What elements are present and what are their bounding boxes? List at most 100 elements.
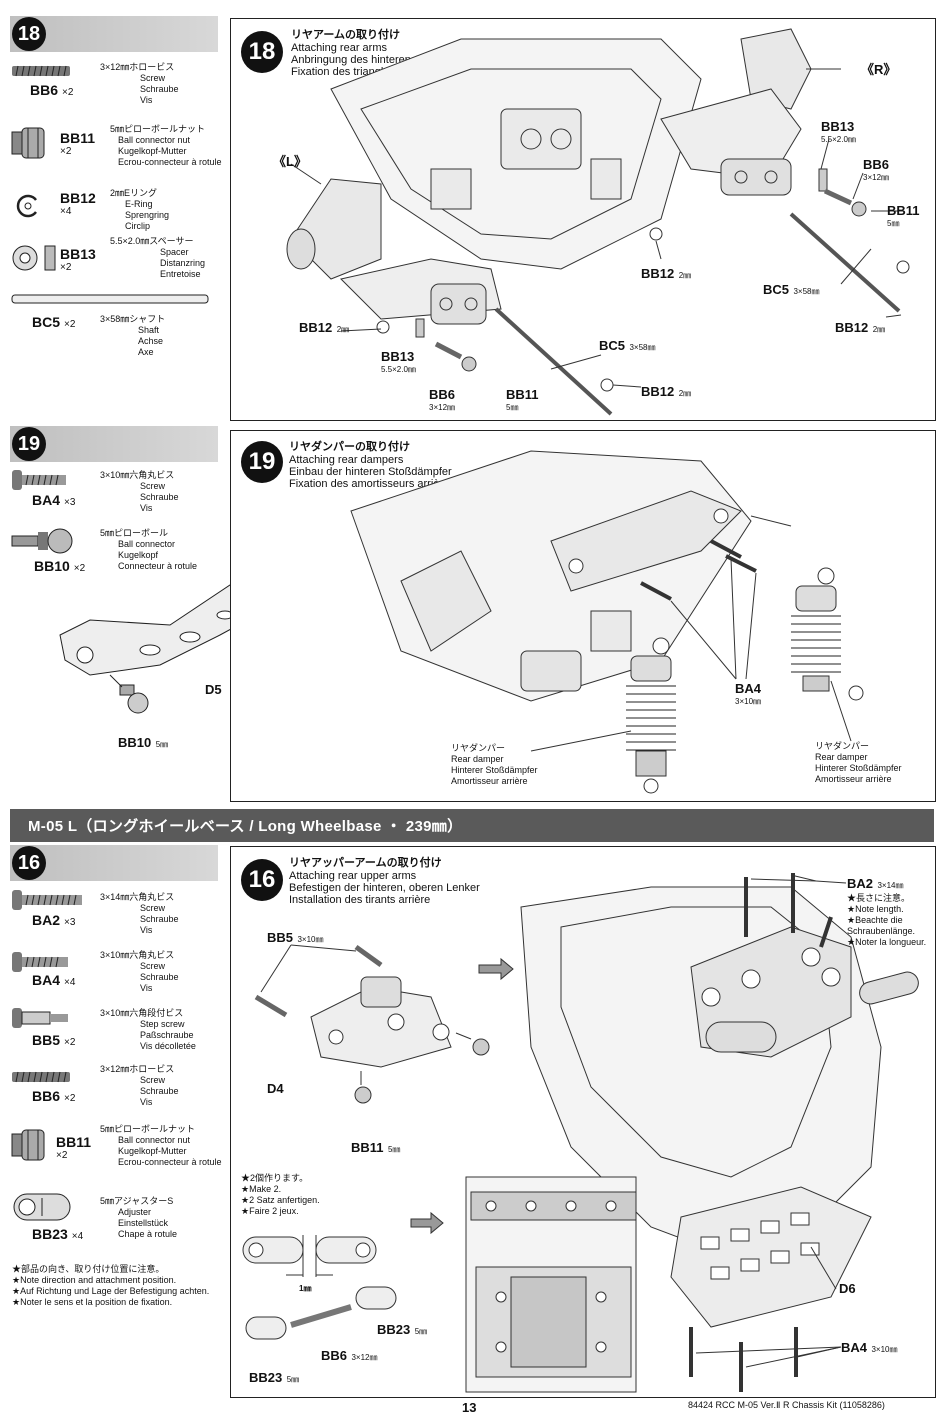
part-qty: ×2 — [62, 87, 74, 98]
make2-de: ★2 Satz anfertigen. — [241, 1195, 320, 1205]
part-name-de: Sprengring — [125, 210, 170, 220]
label-ba4: BA4 — [841, 1340, 868, 1355]
part-name-de: Schraube — [140, 492, 179, 502]
part-name-en: E-Ring — [125, 199, 153, 209]
damper-label-en: Rear damper — [815, 752, 868, 762]
part-qty: ×2 — [60, 262, 72, 273]
label-bb11: BB11 — [351, 1140, 384, 1155]
part-name-de: Paßschraube — [140, 1030, 194, 1040]
label-bb13: BB13 — [381, 349, 415, 364]
damper-label-jp: リヤダンパー — [451, 743, 506, 753]
part-size: 3×10㎜六角段付ビス — [100, 1008, 184, 1018]
part-name-en: Adjuster — [118, 1207, 152, 1217]
label-d5: D5 — [205, 682, 222, 697]
step-19-diagram-panel: 19 リヤダンパーの取り付け Attaching rear dampers Ei… — [230, 430, 936, 802]
part-name-fr: Axe — [138, 347, 154, 357]
part-size: 3×12㎜ホロービス — [100, 62, 175, 72]
step-title-fr: Installation des tirants arrière — [289, 894, 431, 906]
step-18-badge: 18 — [241, 31, 283, 73]
step-title-en: Attaching rear dampers — [289, 454, 404, 466]
part-name-en: Screw — [140, 903, 166, 913]
label-bb10: BB10 — [118, 735, 152, 750]
part-code: BB10 — [34, 558, 70, 574]
ba2-note-fr: ★Noter la longueur. — [847, 937, 927, 947]
label-bb6-spec: 3×12㎜ — [863, 173, 890, 182]
part-name-en: Step screw — [140, 1019, 185, 1029]
part-qty: ×2 — [64, 1093, 76, 1104]
label-bb6-spec: 3×12㎜ — [429, 403, 456, 412]
part-size: 5.5×2.0㎜スペーサー — [110, 236, 194, 246]
label-ba2-spec: 3×14㎜ — [877, 881, 904, 890]
part-name-de: Kugelkopf-Mutter — [118, 146, 187, 156]
part-code: BB6 — [30, 82, 59, 98]
label-bb12-spec: 2㎜ — [678, 389, 692, 398]
label-bb23: BB23 — [377, 1322, 411, 1337]
ball-nut-icon — [11, 1129, 45, 1161]
step-title-en: Attaching rear arms — [291, 42, 387, 54]
part-name-fr: Vis — [140, 983, 153, 993]
label-bb12-spec: 2㎜ — [336, 325, 350, 334]
part-qty: ×2 — [60, 146, 72, 157]
part-code: BB5 — [32, 1032, 61, 1048]
part-name-en: Screw — [140, 73, 166, 83]
note-fr: ★Noter le sens et la position de fixatio… — [12, 1297, 173, 1307]
ba2-note-jp: ★長さに注意。 — [847, 893, 911, 903]
part-name-en: Screw — [140, 961, 166, 971]
spacer-icon — [12, 245, 56, 271]
label-bb13: BB13 — [821, 119, 855, 134]
part-size: 3×10㎜六角丸ビス — [100, 950, 175, 960]
step-19-badge: 19 — [241, 441, 283, 483]
part-name-en: Ball connector nut — [118, 135, 191, 145]
label-bb12-spec: 2㎜ — [678, 271, 692, 280]
step-18-number: 18 — [12, 17, 46, 51]
label-bb11-spec: 5㎜ — [506, 403, 519, 412]
shaft-icon — [11, 294, 209, 304]
part-name-de: Schraube — [140, 914, 179, 924]
step-title-en: Attaching rear upper arms — [289, 870, 417, 882]
label-bb12: BB12 — [299, 320, 333, 335]
label-bb11: BB11 — [506, 387, 539, 402]
label-bb13-spec: 5.5×2.0㎜ — [821, 135, 856, 144]
label-left-side: 《L》 — [273, 154, 307, 169]
label-bb12: BB12 — [835, 320, 869, 335]
label-bc5-spec: 3×58㎜ — [793, 287, 820, 296]
part-name-de: Schraube — [140, 972, 179, 982]
step-18-diagram-panel: 18 リヤアームの取り付け Attaching rear arms Anbrin… — [230, 18, 936, 421]
adjuster-icon — [13, 1193, 71, 1221]
part-code: BC5 — [32, 314, 61, 330]
part-name-fr: Connecteur à rotule — [118, 561, 198, 571]
step-title-de: Befestigen der hinteren, oberen Lenker — [289, 882, 480, 894]
part-code: BB11 — [60, 130, 96, 146]
part-name-de: Kugelkopf — [118, 550, 159, 560]
ba2-note-en: ★Note length. — [847, 904, 904, 914]
note-jp: ★部品の向き、取り付け位置に注意。 — [12, 1264, 165, 1274]
part-name-de: Schraube — [140, 1086, 179, 1096]
part-qty: ×2 — [64, 319, 76, 330]
label-d4: D4 — [267, 1081, 284, 1096]
part-qty: ×2 — [73, 563, 86, 574]
screw-icon — [12, 1071, 70, 1083]
hex-screw-icon — [12, 952, 68, 972]
part-code: BA4 — [32, 492, 61, 508]
label-ba4-spec: 3×10㎜ — [735, 697, 762, 706]
part-name-fr: Vis — [140, 925, 153, 935]
damper-label-de: Hinterer Stoßdämpfer — [815, 763, 902, 773]
label-bb12: BB12 — [641, 384, 675, 399]
step-title-jp: リヤダンパーの取り付け — [289, 441, 410, 453]
label-bb12-spec: 2㎜ — [872, 325, 886, 334]
section-banner: M-05 L（ロングホイールベース / Long Wheelbase ・ 239… — [10, 809, 934, 842]
page-number: 13 — [462, 1400, 477, 1415]
step-title-jp: リヤアッパーアームの取り付け — [289, 857, 442, 869]
ball-connector-icon — [11, 528, 73, 554]
step-16-number: 16 — [12, 846, 46, 880]
label-bb11: BB11 — [887, 203, 920, 218]
e-ring-icon — [16, 194, 37, 218]
part-code: BB13 — [60, 246, 96, 262]
step-screw-icon — [12, 1008, 68, 1028]
label-d6: D6 — [839, 1281, 856, 1296]
damper-label-jp: リヤダンパー — [815, 741, 870, 751]
screw-icon — [12, 65, 70, 77]
part-qty: ×2 — [64, 1037, 76, 1048]
part-size: 5㎜ピローボール — [100, 528, 169, 538]
part-code: BA2 — [32, 912, 61, 928]
